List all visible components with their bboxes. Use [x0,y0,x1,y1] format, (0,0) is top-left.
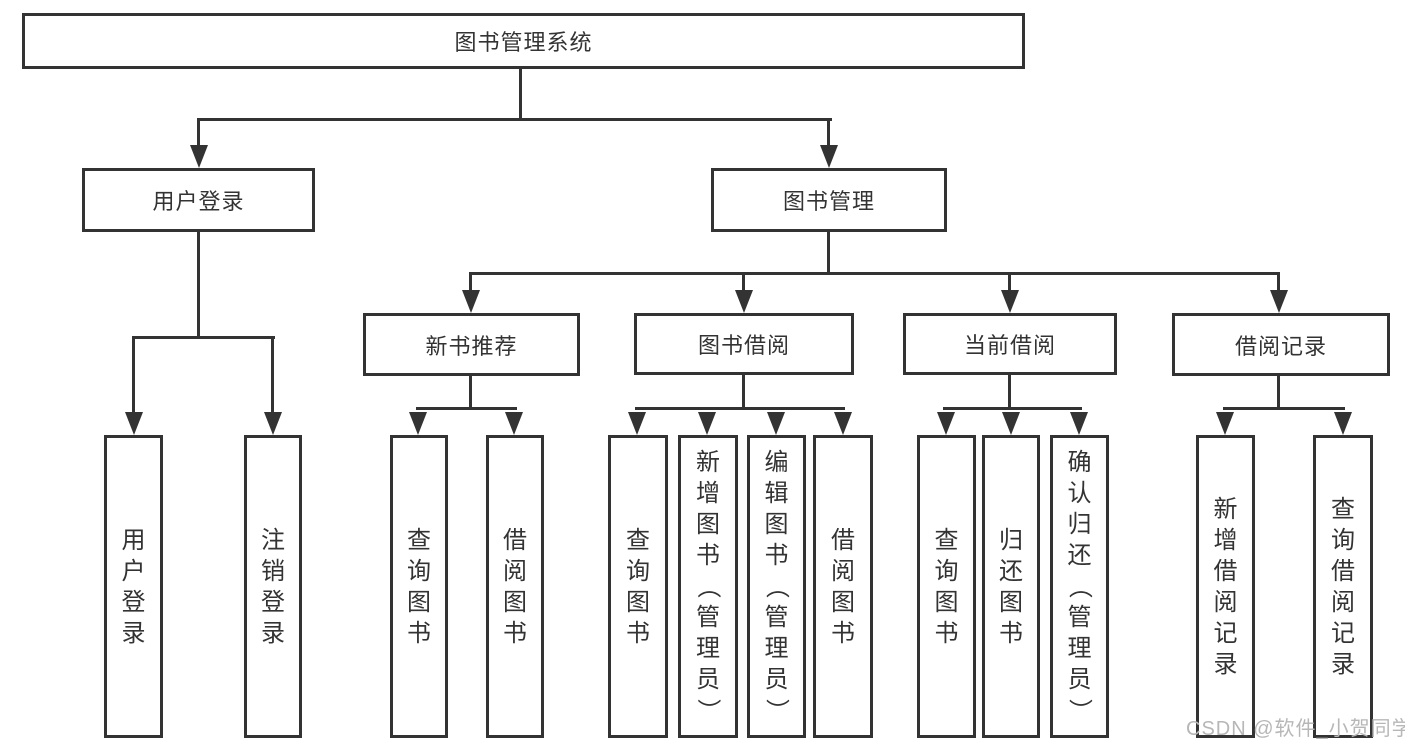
node-book-management: 图书管理 [711,168,947,232]
arrowhead-down [1070,412,1088,435]
arrowhead-down [628,412,646,435]
leaf-user-login: 用户登录 [104,435,163,738]
connector-stub [1008,275,1011,292]
connector-recommend-horizontal [416,407,517,410]
arrowhead-down [820,145,838,168]
connector-recommend-down [469,375,472,410]
arrowhead-down [190,145,208,168]
node-book-borrow: 图书借阅 [634,313,854,375]
connector-stub [197,121,200,147]
arrowhead-down [767,412,785,435]
connector-current-horizontal [943,407,1082,410]
leaf-query-borrow-record: 查询借阅记录 [1313,435,1373,738]
arrowhead-down [937,412,955,435]
arrowhead-down [1270,290,1288,313]
connector-stub [469,275,472,292]
leaf-borrow-query-book: 查询图书 [608,435,668,738]
leaf-return-book: 归还图书 [982,435,1040,738]
connector-current-down [1008,374,1011,410]
connector-stub [1277,275,1280,292]
connector-root-down [519,69,522,120]
node-current-borrow: 当前借阅 [903,313,1117,375]
leaf-add-book-admin: 新增图书（管理员） [678,435,738,738]
arrowhead-down [1216,412,1234,435]
arrowhead-down [125,412,143,435]
arrowhead-down [834,412,852,435]
leaf-logout-login: 注销登录 [244,435,302,738]
connector-l1-horizontal [197,118,832,121]
connector-stub [742,275,745,292]
leaf-add-borrow-record: 新增借阅记录 [1196,435,1255,738]
arrowhead-down [462,290,480,313]
leaf-recommend-query-book: 查询图书 [390,435,448,738]
arrowhead-down [1001,290,1019,313]
node-user-login: 用户登录 [82,168,315,232]
arrowhead-down [698,412,716,435]
arrowhead-down [1334,412,1352,435]
connector-stub [827,121,830,147]
node-root: 图书管理系统 [22,13,1025,69]
arrowhead-down [505,412,523,435]
leaf-edit-book-admin: 编辑图书（管理员） [747,435,806,738]
connector-book-management-down [827,232,830,275]
arrowhead-down [1002,412,1020,435]
connector-borrow-horizontal [635,407,845,410]
connector-stub [132,339,135,414]
connector-records-down [1277,375,1280,410]
connector-user-login-down [197,232,200,339]
node-borrow-records: 借阅记录 [1172,313,1390,376]
leaf-current-query-book: 查询图书 [917,435,976,738]
leaf-confirm-return-admin: 确认归还（管理员） [1050,435,1109,738]
connector-l3-horizontal [469,272,1280,275]
connector-user-login-horizontal [132,336,275,339]
arrowhead-down [735,290,753,313]
csdn-watermark: CSDN @软件_小贺同学 [1186,718,1405,740]
arrowhead-down [264,412,282,435]
connector-stub [271,339,274,414]
connector-records-horizontal [1223,407,1345,410]
arrowhead-down [409,412,427,435]
leaf-recommend-borrow-book: 借阅图书 [486,435,544,738]
leaf-borrow-book: 借阅图书 [813,435,873,738]
connector-borrow-down [742,373,745,410]
node-new-book-recommend: 新书推荐 [363,313,580,376]
